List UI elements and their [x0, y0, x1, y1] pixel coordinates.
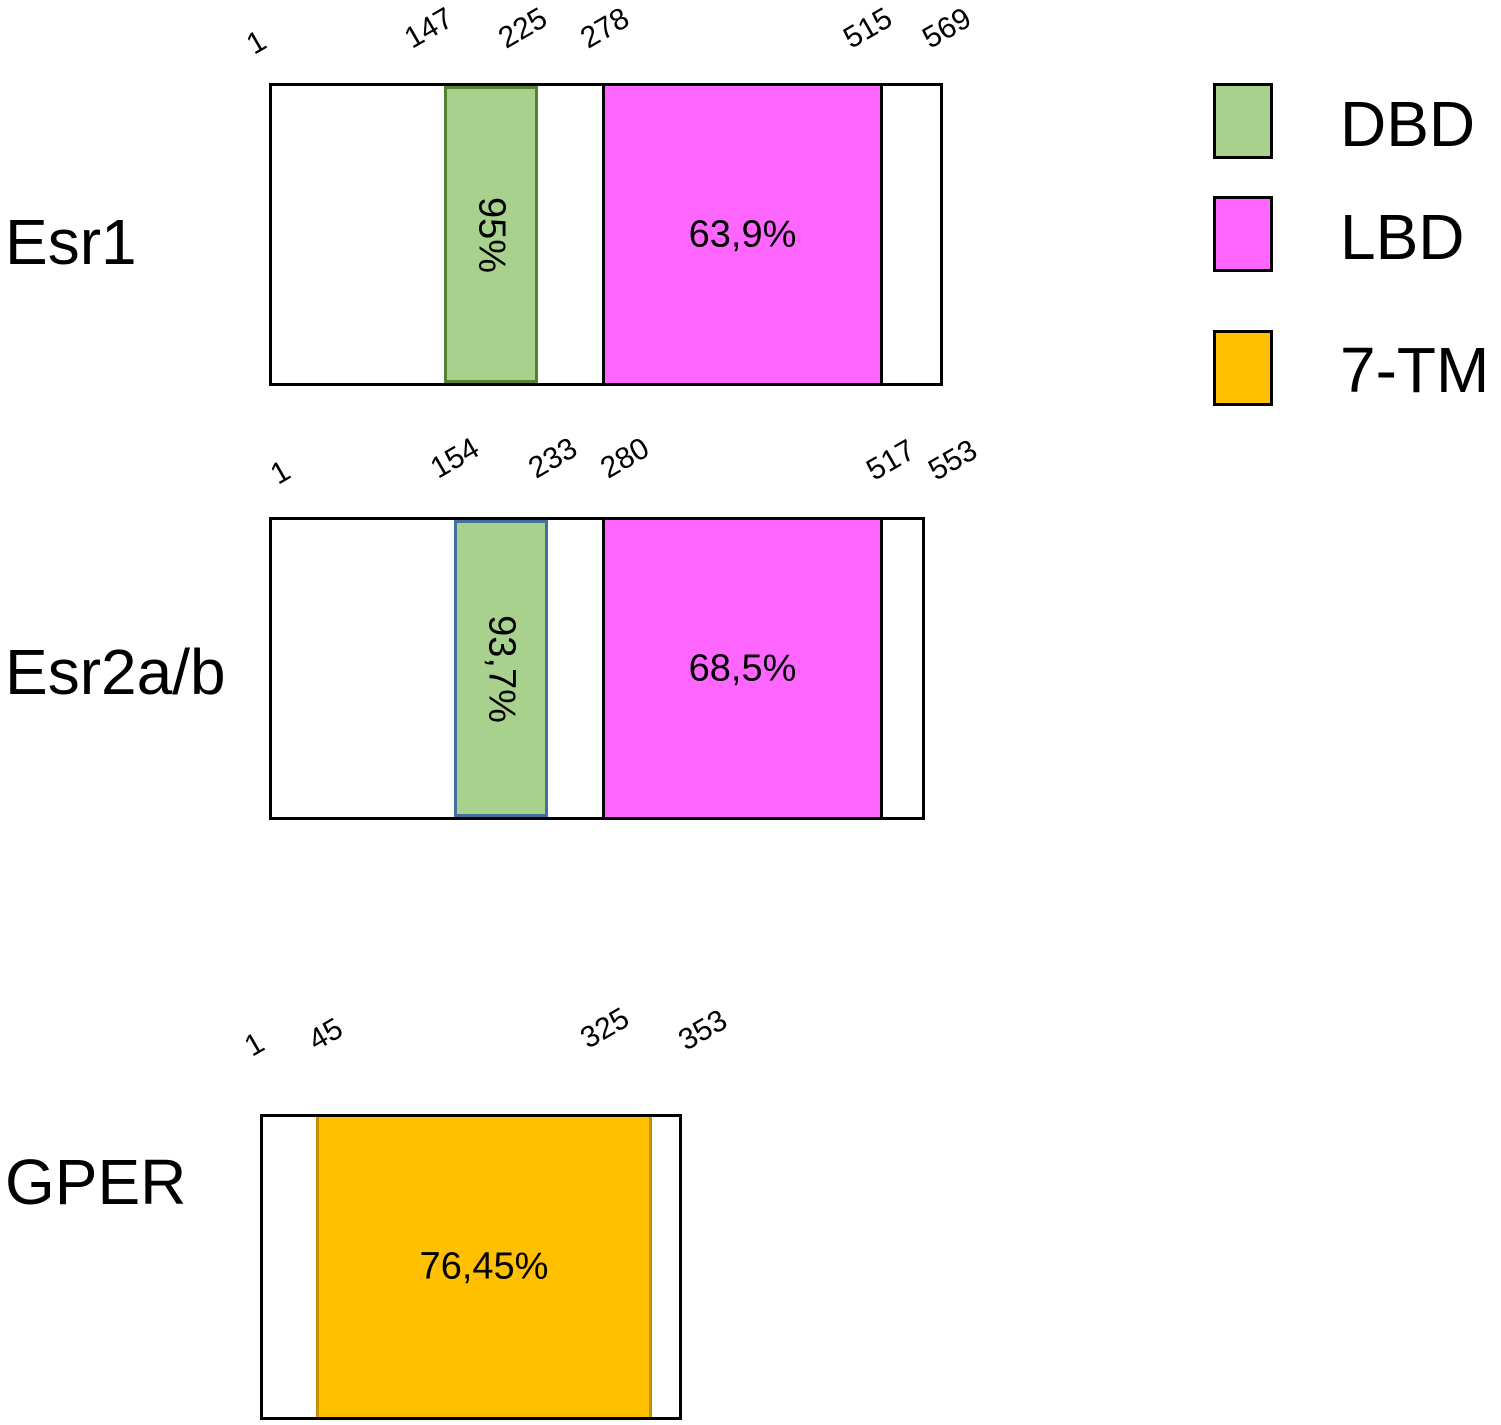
position-label: 225 [493, 1, 553, 56]
legend-label-lbd: LBD [1340, 201, 1465, 273]
position-label: 325 [575, 1001, 635, 1056]
lbd-identity-esr1: 63,9% [688, 213, 797, 255]
dbd-identity-esr2ab: 93,7% [480, 614, 523, 723]
dbd-domain-esr2ab: 93,7% [454, 520, 548, 817]
protein-name-esr1: Esr1 [5, 206, 137, 278]
lbd-identity-esr2ab: 68,5% [688, 647, 797, 689]
position-label: 353 [673, 1003, 733, 1058]
protein-name-esr2ab: Esr2a/b [5, 636, 226, 708]
dbd-domain-esr1: 95% [444, 86, 538, 383]
dbd-identity-esr1: 95% [470, 196, 513, 273]
position-label: 280 [595, 431, 655, 486]
lbd-domain-esr1: 63,9% [602, 86, 883, 383]
protein-bar-esr1: 95% 63,9% [269, 83, 943, 386]
legend-swatch-lbd [1213, 196, 1273, 272]
legend-swatch-7tm [1213, 330, 1273, 406]
tm-identity-gper: 76,45% [419, 1245, 549, 1288]
position-label: 1 [241, 24, 272, 62]
legend-swatch-dbd [1213, 83, 1273, 159]
protein-name-gper: GPER [5, 1146, 187, 1218]
protein-bar-esr2ab: 93,7% 68,5% [269, 517, 925, 820]
position-label: 278 [575, 1, 635, 56]
position-label: 1 [265, 454, 296, 492]
position-label: 147 [399, 1, 459, 56]
legend-label-7tm: 7-TM [1340, 334, 1490, 406]
position-label: 45 [303, 1011, 349, 1058]
position-label: 233 [523, 431, 583, 486]
position-label: 517 [861, 433, 921, 488]
protein-bar-gper: 76,45% [260, 1114, 682, 1420]
position-label: 515 [838, 1, 898, 56]
lbd-domain-esr2ab: 68,5% [602, 520, 883, 817]
position-label: 154 [425, 431, 485, 486]
legend-label-dbd: DBD [1340, 88, 1476, 160]
tm-domain-gper: 76,45% [316, 1117, 652, 1417]
position-label: 1 [239, 1026, 270, 1064]
position-label: 569 [917, 1, 977, 56]
position-label: 553 [923, 433, 983, 488]
